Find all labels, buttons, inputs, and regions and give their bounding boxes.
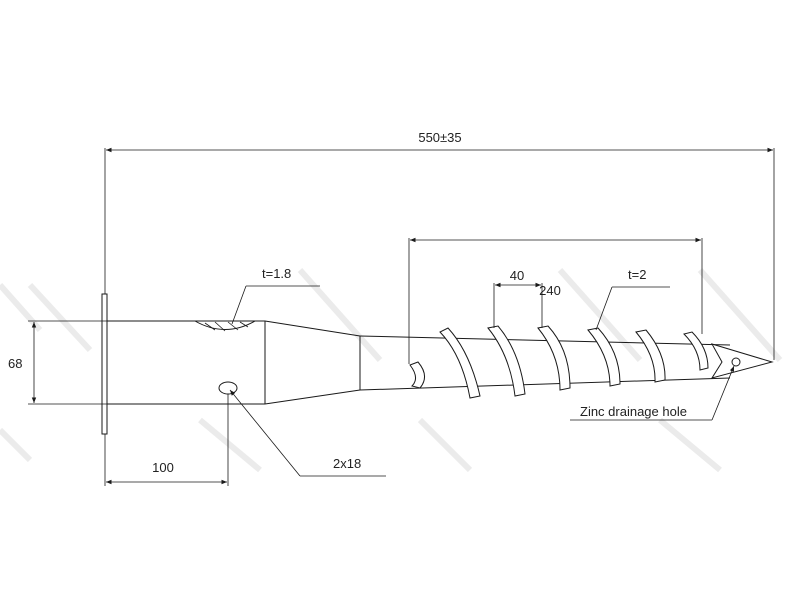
pitch-label: 40 — [510, 268, 524, 283]
hole-size-label: 2x18 — [333, 456, 361, 471]
plate-thickness-label: t=1.8 — [262, 266, 291, 281]
screw-tip — [710, 343, 774, 379]
spiral-thickness-label: t=2 — [628, 267, 646, 282]
watermark — [0, 268, 783, 473]
leader-hole-size: 2x18 — [229, 389, 386, 477]
leader-drainage: Zinc drainage hole — [570, 365, 735, 421]
dim-diameter: 68 — [8, 320, 107, 405]
dim-hole-offset: 100 — [104, 394, 229, 486]
hole-offset-label: 100 — [152, 460, 174, 475]
overall-length-label: 550±35 — [418, 130, 461, 145]
dim-spiral: 240 — [408, 237, 703, 364]
flange-plate — [101, 293, 108, 435]
spiral-flights — [409, 325, 709, 399]
diameter-label: 68 — [8, 356, 22, 371]
leader-spiral-thickness: t=2 — [595, 267, 670, 331]
spiral-length-label: 240 — [539, 283, 561, 298]
dim-pitch: 40 — [493, 268, 543, 328]
dim-overall: 550±35 — [104, 130, 775, 360]
drainage-hole-icon — [731, 357, 741, 367]
cap-plate — [193, 320, 257, 330]
leader-plate-thickness: t=1.8 — [231, 266, 320, 325]
tube-body — [107, 320, 731, 405]
drainage-hole-label: Zinc drainage hole — [580, 404, 687, 419]
side-hole — [218, 381, 238, 395]
